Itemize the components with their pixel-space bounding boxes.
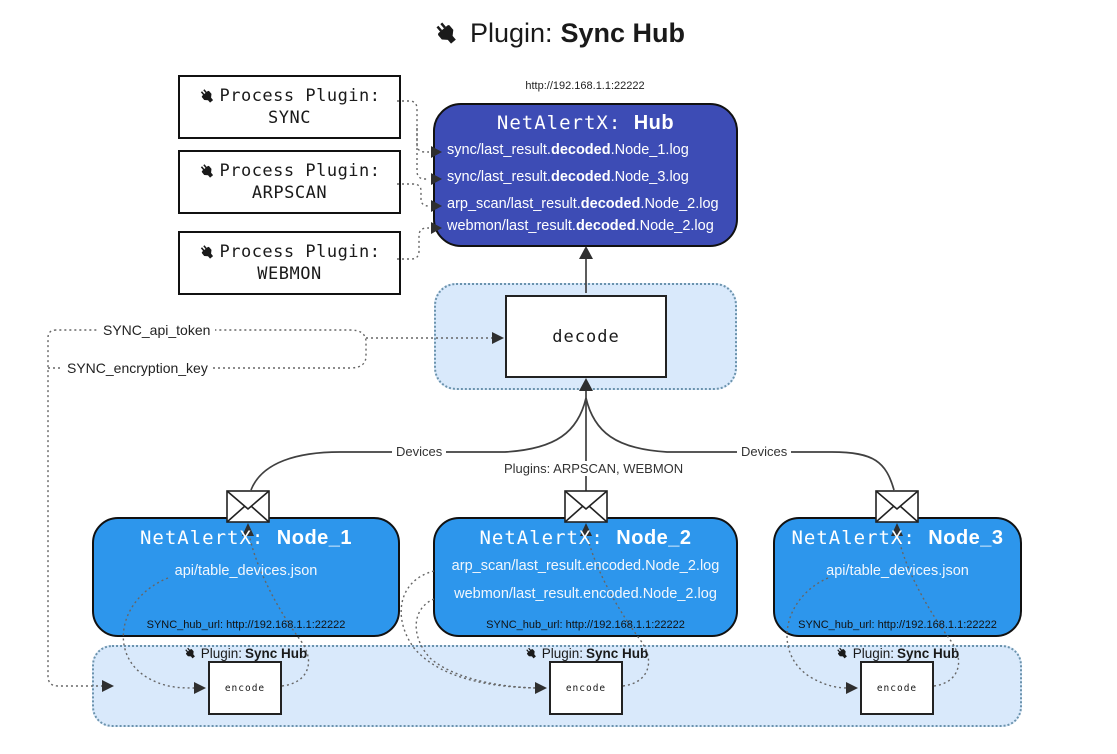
title-prefix: Plugin: — [469, 18, 553, 48]
band-plugin-name: Sync Hub — [897, 646, 960, 661]
hub-name-prefix: NetAlertX: — [496, 112, 622, 134]
band-plugin-label-2: Plugin: Sync Hub — [486, 646, 686, 661]
edge-sync-to-hub-row1 — [397, 100, 429, 153]
band-plugin-name: Sync Hub — [245, 646, 308, 661]
edge-sync-to-hub-row2 — [416, 128, 429, 180]
plugins-edge-label: Plugins: ARPSCAN, WEBMON — [500, 461, 688, 476]
hub-title: NetAlertX: Hub — [433, 112, 738, 135]
band-plugin-prefix: Plugin: — [852, 646, 894, 661]
process-plugin-name: WEBMON — [257, 264, 322, 284]
node2-hub-url: SYNC_hub_url: http://192.168.1.1:22222 — [486, 619, 685, 631]
process-plugin-name: SYNC — [268, 108, 311, 128]
node-name-prefix: NetAlertX: — [139, 527, 265, 549]
hub-name: Hub — [633, 112, 675, 134]
log-pre: sync/last_result. — [447, 169, 551, 185]
hub-url-label: http://192.168.1.1:22222 — [525, 80, 645, 92]
node2-title: NetAlertX: Node_2 — [433, 527, 738, 550]
log-post: .Node_2.log — [640, 196, 719, 212]
plug-icon — [525, 647, 536, 659]
process-plugin-name: ARPSCAN — [251, 183, 328, 203]
log-post: .Node_3.log — [610, 169, 689, 185]
config-api-token-label: SYNC_api_token — [98, 322, 216, 338]
devices-edge-label-left: Devices — [392, 444, 447, 459]
encode-label: encode — [876, 682, 918, 694]
node1-file: api/table_devices.json — [174, 563, 318, 579]
plug-icon — [201, 88, 214, 103]
process-plugin-label: Process Plugin: — [219, 86, 381, 106]
title-name: Sync Hub — [560, 18, 686, 48]
encode-box-1: encode — [208, 661, 282, 715]
log-bold: decoded — [550, 169, 611, 185]
hub-log-row: arp_scan/last_result.decoded.Node_2.log — [447, 196, 735, 216]
log-pre: sync/last_result. — [447, 142, 551, 158]
log-post: .Node_2.log — [635, 218, 714, 234]
plug-icon — [436, 21, 456, 44]
node3-file: api/table_devices.json — [826, 563, 969, 579]
decode-label: decode — [552, 326, 620, 347]
node1-hub-url: SYNC_hub_url: http://192.168.1.1:22222 — [146, 619, 346, 631]
node-name: Node_1 — [276, 527, 353, 549]
log-pre: webmon/last_result. — [447, 218, 576, 234]
node2-file: webmon/last_result.encoded.Node_2.log — [454, 586, 717, 602]
log-bold: decoded — [580, 196, 641, 212]
node-name-prefix: NetAlertX: — [791, 527, 916, 549]
plug-icon — [201, 163, 214, 178]
band-plugin-label-3: Plugin: Sync Hub — [797, 646, 997, 661]
log-bold: decoded — [550, 142, 611, 158]
hub-log-row: sync/last_result.decoded.Node_1.log — [447, 142, 735, 162]
band-plugin-prefix: Plugin: — [541, 646, 583, 661]
encode-box-3: encode — [860, 661, 934, 715]
edge-webmon-to-hub — [397, 227, 429, 260]
decode-box: decode — [505, 295, 667, 378]
hub-log-row: webmon/last_result.decoded.Node_2.log — [447, 218, 735, 238]
encode-label: encode — [224, 682, 266, 694]
node-name-prefix: NetAlertX: — [479, 527, 604, 549]
hub-log-row: sync/last_result.decoded.Node_3.log — [447, 169, 735, 189]
edge-arpscan-to-hub — [397, 183, 430, 207]
process-plugin-box-arpscan: Process Plugin: ARPSCAN — [178, 150, 401, 214]
node1-title: NetAlertX: Node_1 — [92, 527, 400, 550]
process-plugin-label: Process Plugin: — [219, 161, 381, 181]
process-plugin-box-sync: Process Plugin: SYNC — [178, 75, 401, 139]
page-title: Plugin: Sync Hub — [0, 18, 1117, 49]
arrowhead — [579, 246, 593, 259]
encode-label: encode — [565, 682, 607, 694]
plug-icon — [201, 244, 214, 259]
config-encryption-key-label: SYNC_encryption_key — [62, 360, 213, 376]
plug-icon — [184, 647, 195, 659]
encode-box-2: encode — [549, 661, 623, 715]
node2-file: arp_scan/last_result.encoded.Node_2.log — [451, 558, 720, 574]
log-bold: decoded — [575, 218, 636, 234]
plug-icon — [836, 647, 847, 659]
node3-title: NetAlertX: Node_3 — [773, 527, 1022, 550]
devices-edge-label-right: Devices — [737, 444, 792, 459]
process-plugin-box-webmon: Process Plugin: WEBMON — [178, 231, 401, 295]
log-pre: arp_scan/last_result. — [447, 196, 581, 212]
process-plugin-label: Process Plugin: — [219, 242, 381, 262]
node-name: Node_3 — [928, 527, 1004, 549]
edge-config-vertical — [47, 329, 104, 687]
node-name: Node_2 — [616, 527, 692, 549]
log-post: .Node_1.log — [610, 142, 689, 158]
band-plugin-prefix: Plugin: — [200, 646, 242, 661]
node3-hub-url: SYNC_hub_url: http://192.168.1.1:22222 — [798, 619, 997, 631]
band-plugin-name: Sync Hub — [586, 646, 649, 661]
band-plugin-label-1: Plugin: Sync Hub — [145, 646, 345, 661]
